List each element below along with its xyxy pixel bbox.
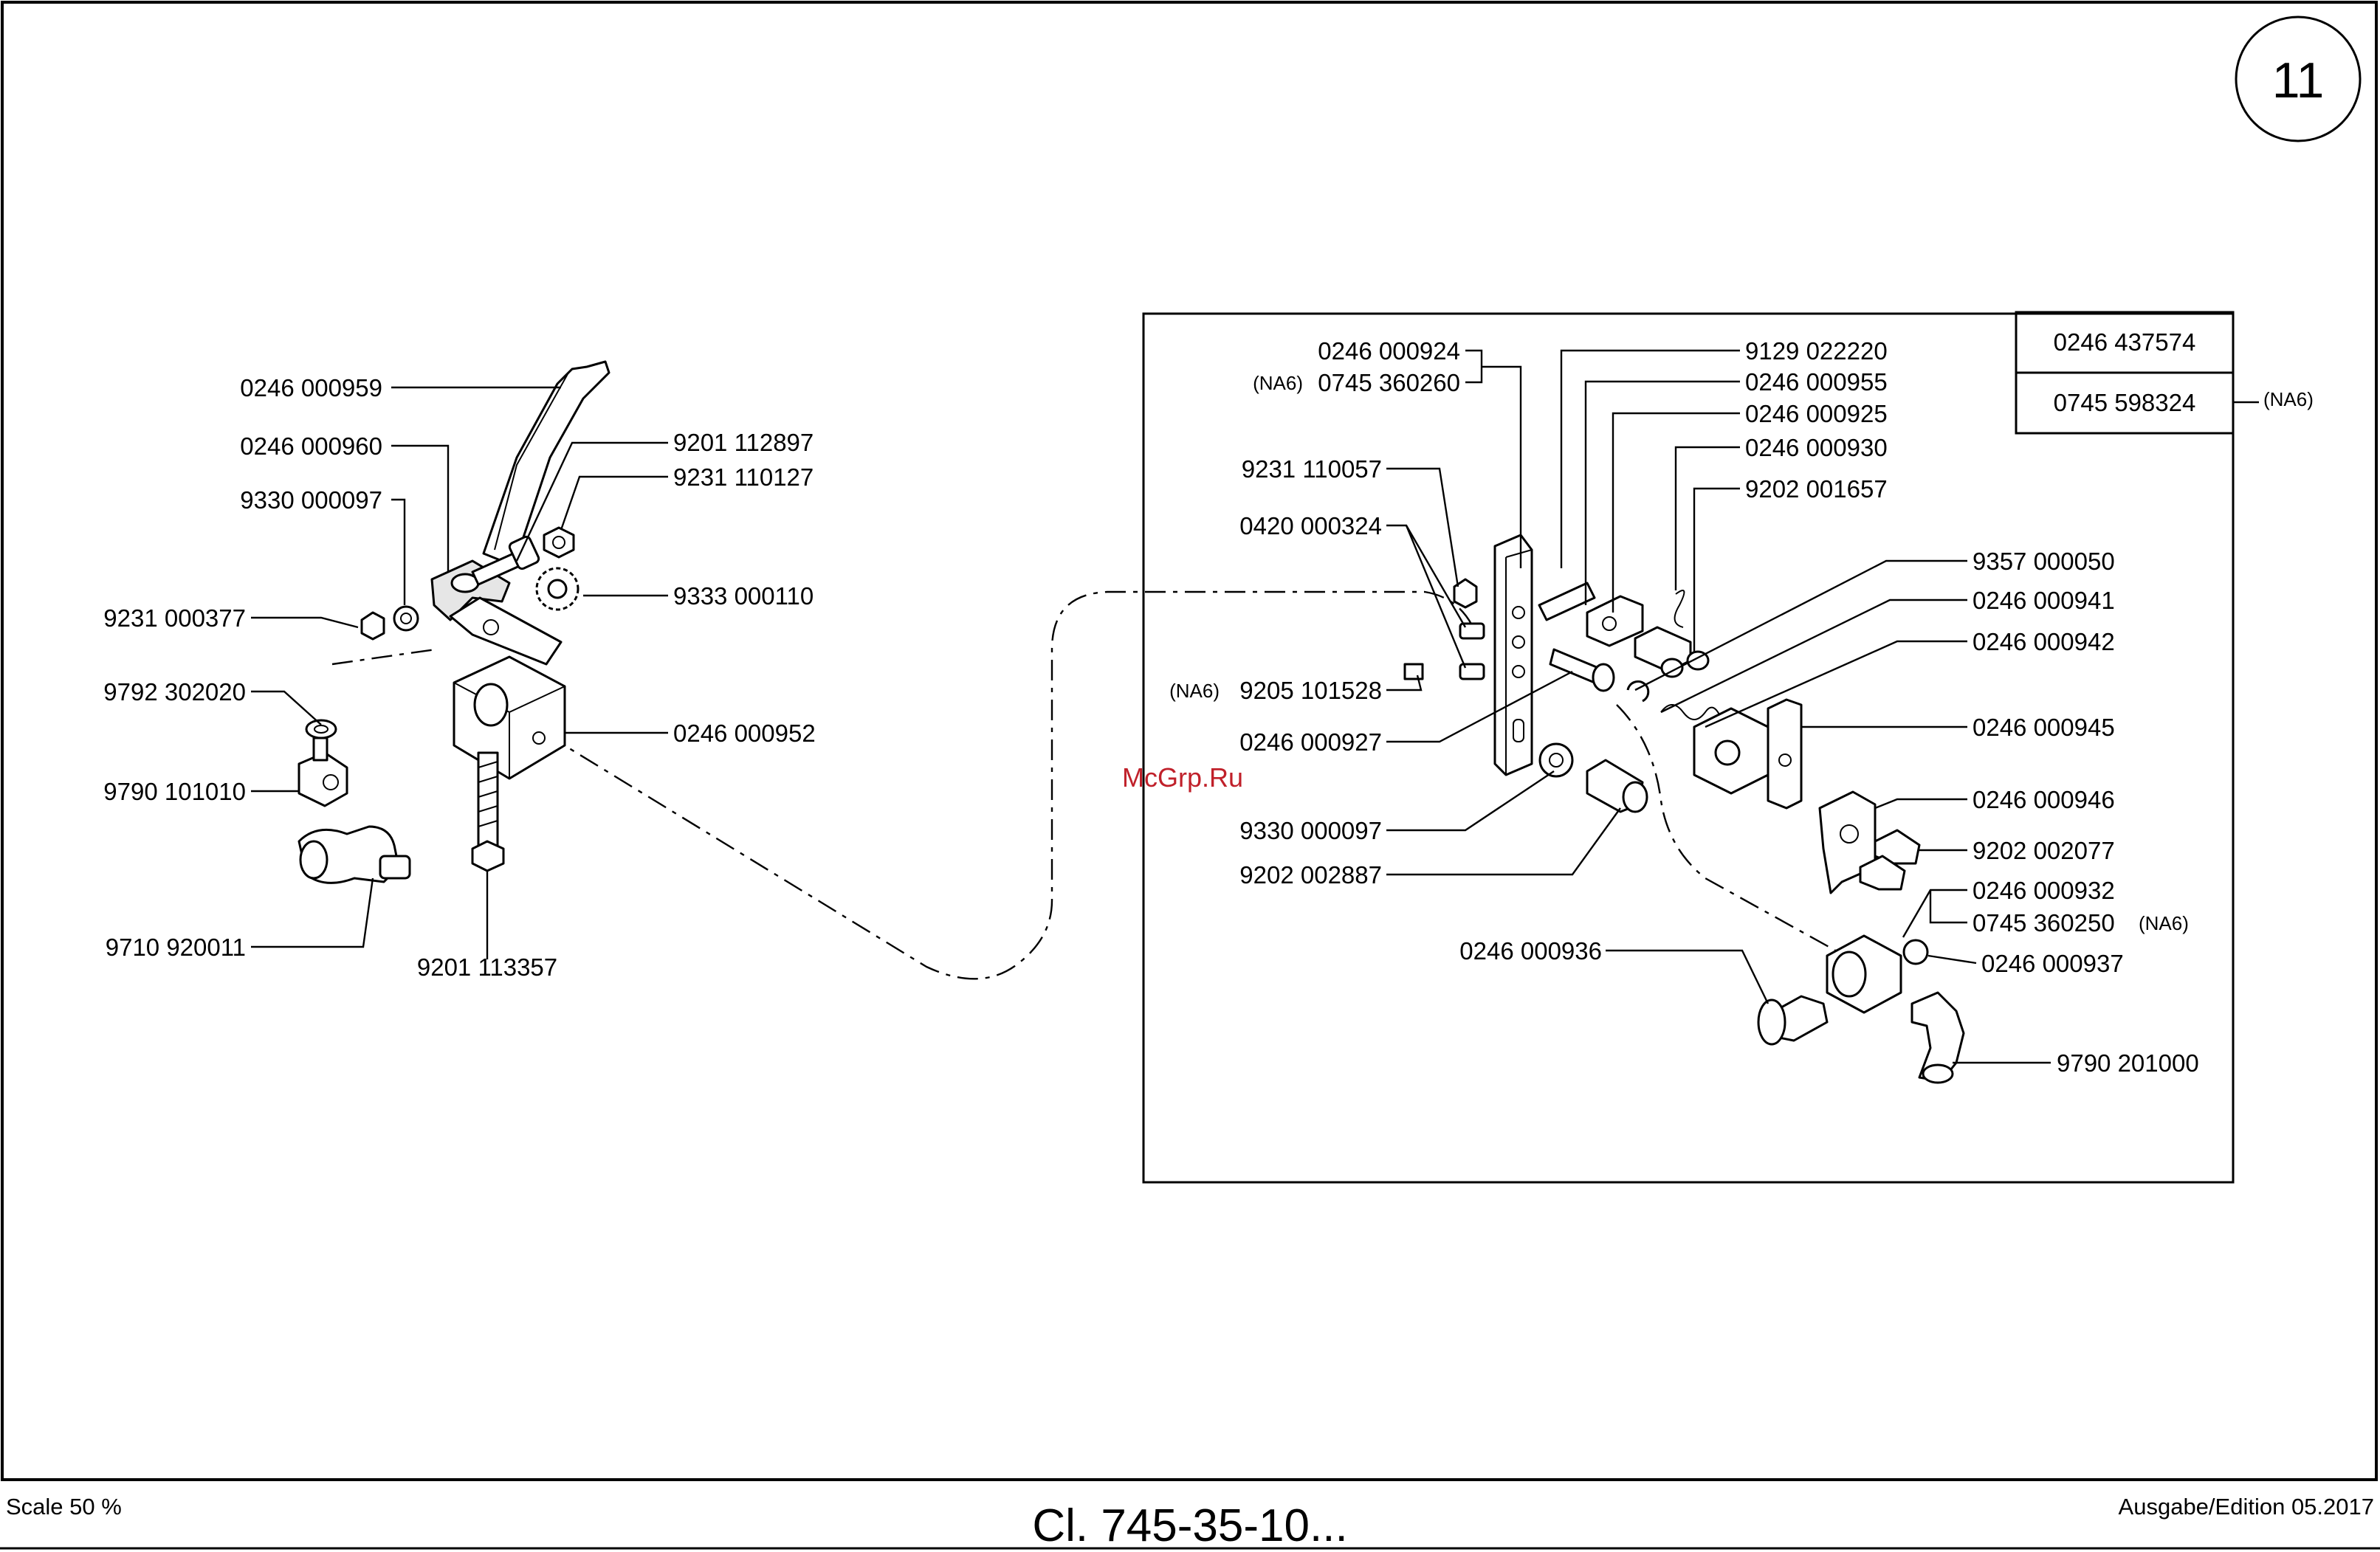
connection-dash-line-2 xyxy=(1616,704,1839,953)
spring-0246000941 xyxy=(1660,704,1721,720)
footer-model: Cl. 745-35-10... xyxy=(1032,1500,1347,1551)
plate-part xyxy=(449,596,563,666)
label-9129022220: 9129 022220 xyxy=(1745,337,1888,365)
nut-9231000377 xyxy=(360,611,385,641)
label-9205101528: 9205 101528 xyxy=(1239,677,1382,704)
right-assembly xyxy=(1403,534,1965,1084)
screw-0246000937 xyxy=(1902,939,1929,965)
washer-9330000097 xyxy=(393,605,419,632)
washer-9330000097b xyxy=(1538,742,1574,778)
screw-0420000324-a xyxy=(1459,622,1485,640)
screw-0420000324-b xyxy=(1459,663,1485,680)
label-0246000925: 0246 000925 xyxy=(1745,400,1888,427)
label-0246000946: 0246 000946 xyxy=(1973,786,2115,813)
label-0246000930: 0246 000930 xyxy=(1745,434,1888,461)
variant-row-2: 0745 598324 xyxy=(2054,389,2196,416)
label-0246000960: 0246 000960 xyxy=(240,432,382,460)
label-na6-c: (NA6) xyxy=(2139,912,2189,934)
nut-9231110057 xyxy=(1453,578,1478,609)
connection-dash-line-3 xyxy=(331,648,436,666)
nut-9231110127 xyxy=(543,526,575,559)
screw-9202002077-a xyxy=(1874,829,1921,865)
left-labels: 0246 000959 0246 000960 9330 000097 9231… xyxy=(103,374,815,981)
variant-row-2-note: (NA6) xyxy=(2263,388,2314,410)
connection-dash-line xyxy=(546,590,1478,980)
label-9330000097: 9330 000097 xyxy=(240,486,382,514)
label-9330000097b: 9330 000097 xyxy=(1239,817,1382,844)
part-9129022220 xyxy=(1538,582,1596,621)
page-number-circle xyxy=(2235,15,2362,142)
watermark: McGrp.Ru xyxy=(1122,762,1243,793)
label-0246000945: 0246 000945 xyxy=(1973,714,2115,741)
label-0246000936: 0246 000936 xyxy=(1459,937,1602,965)
page-number: 11 xyxy=(2272,52,2325,108)
screw-9205101528 xyxy=(1403,663,1424,680)
right-labels: 0246 000924 (NA6) 0745 360260 9231 11005… xyxy=(1169,337,2199,1077)
label-9231000377: 9231 000377 xyxy=(103,604,246,632)
screw-9202001657 xyxy=(1686,650,1710,671)
right-leaders xyxy=(1386,349,2051,1064)
washer-9792302020 xyxy=(305,719,337,739)
label-9710920011: 9710 920011 xyxy=(106,934,246,961)
label-na6-b: (NA6) xyxy=(1169,680,1220,702)
label-0246000941: 0246 000941 xyxy=(1973,587,2115,614)
pin-0246000927 xyxy=(1549,648,1600,684)
label-0246000959: 0246 000959 xyxy=(240,374,382,401)
label-0246000927: 0246 000927 xyxy=(1239,728,1382,756)
label-0246000924: 0246 000924 xyxy=(1318,337,1460,365)
spring-0246000930 xyxy=(1674,590,1685,628)
footer-edition: Ausgabe/Edition 05.2017 xyxy=(2119,1494,2374,1520)
label-9201112897: 9201 112897 xyxy=(673,429,814,456)
footer-scale: Scale 50 % xyxy=(6,1494,122,1520)
label-0420000324: 0420 000324 xyxy=(1239,512,1382,539)
label-9202002077: 9202 002077 xyxy=(1973,837,2115,864)
label-9201113357: 9201 113357 xyxy=(417,953,557,981)
label-0246000942: 0246 000942 xyxy=(1973,628,2115,655)
label-0246000952: 0246 000952 xyxy=(673,720,816,747)
lever-part xyxy=(482,360,611,562)
left-leaders xyxy=(251,386,668,959)
variant-row-1: 0246 437574 xyxy=(2054,328,2196,356)
label-na6-a: (NA6) xyxy=(1253,372,1303,394)
label-9231110127: 9231 110127 xyxy=(673,463,814,491)
label-9202001657: 9202 001657 xyxy=(1745,475,1888,503)
detail-frame xyxy=(1142,312,2235,1184)
label-9792302020: 9792 302020 xyxy=(103,678,246,706)
label-0246000955: 0246 000955 xyxy=(1745,368,1888,396)
label-0246000932: 0246 000932 xyxy=(1973,877,2115,904)
label-0745360250: 0745 360250 xyxy=(1973,909,2115,937)
label-9333000110: 9333 000110 xyxy=(673,582,814,610)
label-9790201000: 9790 201000 xyxy=(2057,1049,2199,1077)
page-frame xyxy=(1,1,2378,1481)
variant-box: 0246 437574 0745 598324 (NA6) xyxy=(2015,311,2314,435)
label-9357000050: 9357 000050 xyxy=(1973,548,2115,575)
label-0745360260: 0745 360260 xyxy=(1318,369,1460,396)
label-0246000937: 0246 000937 xyxy=(1981,950,2124,977)
label-9231110057: 9231 110057 xyxy=(1242,455,1382,483)
screw-9202002077-b xyxy=(1859,855,1906,891)
screw-9201113357 xyxy=(477,751,499,854)
left-assembly xyxy=(298,360,611,884)
label-9202002887: 9202 002887 xyxy=(1239,861,1382,889)
label-9790101010: 9790 101010 xyxy=(103,778,246,805)
